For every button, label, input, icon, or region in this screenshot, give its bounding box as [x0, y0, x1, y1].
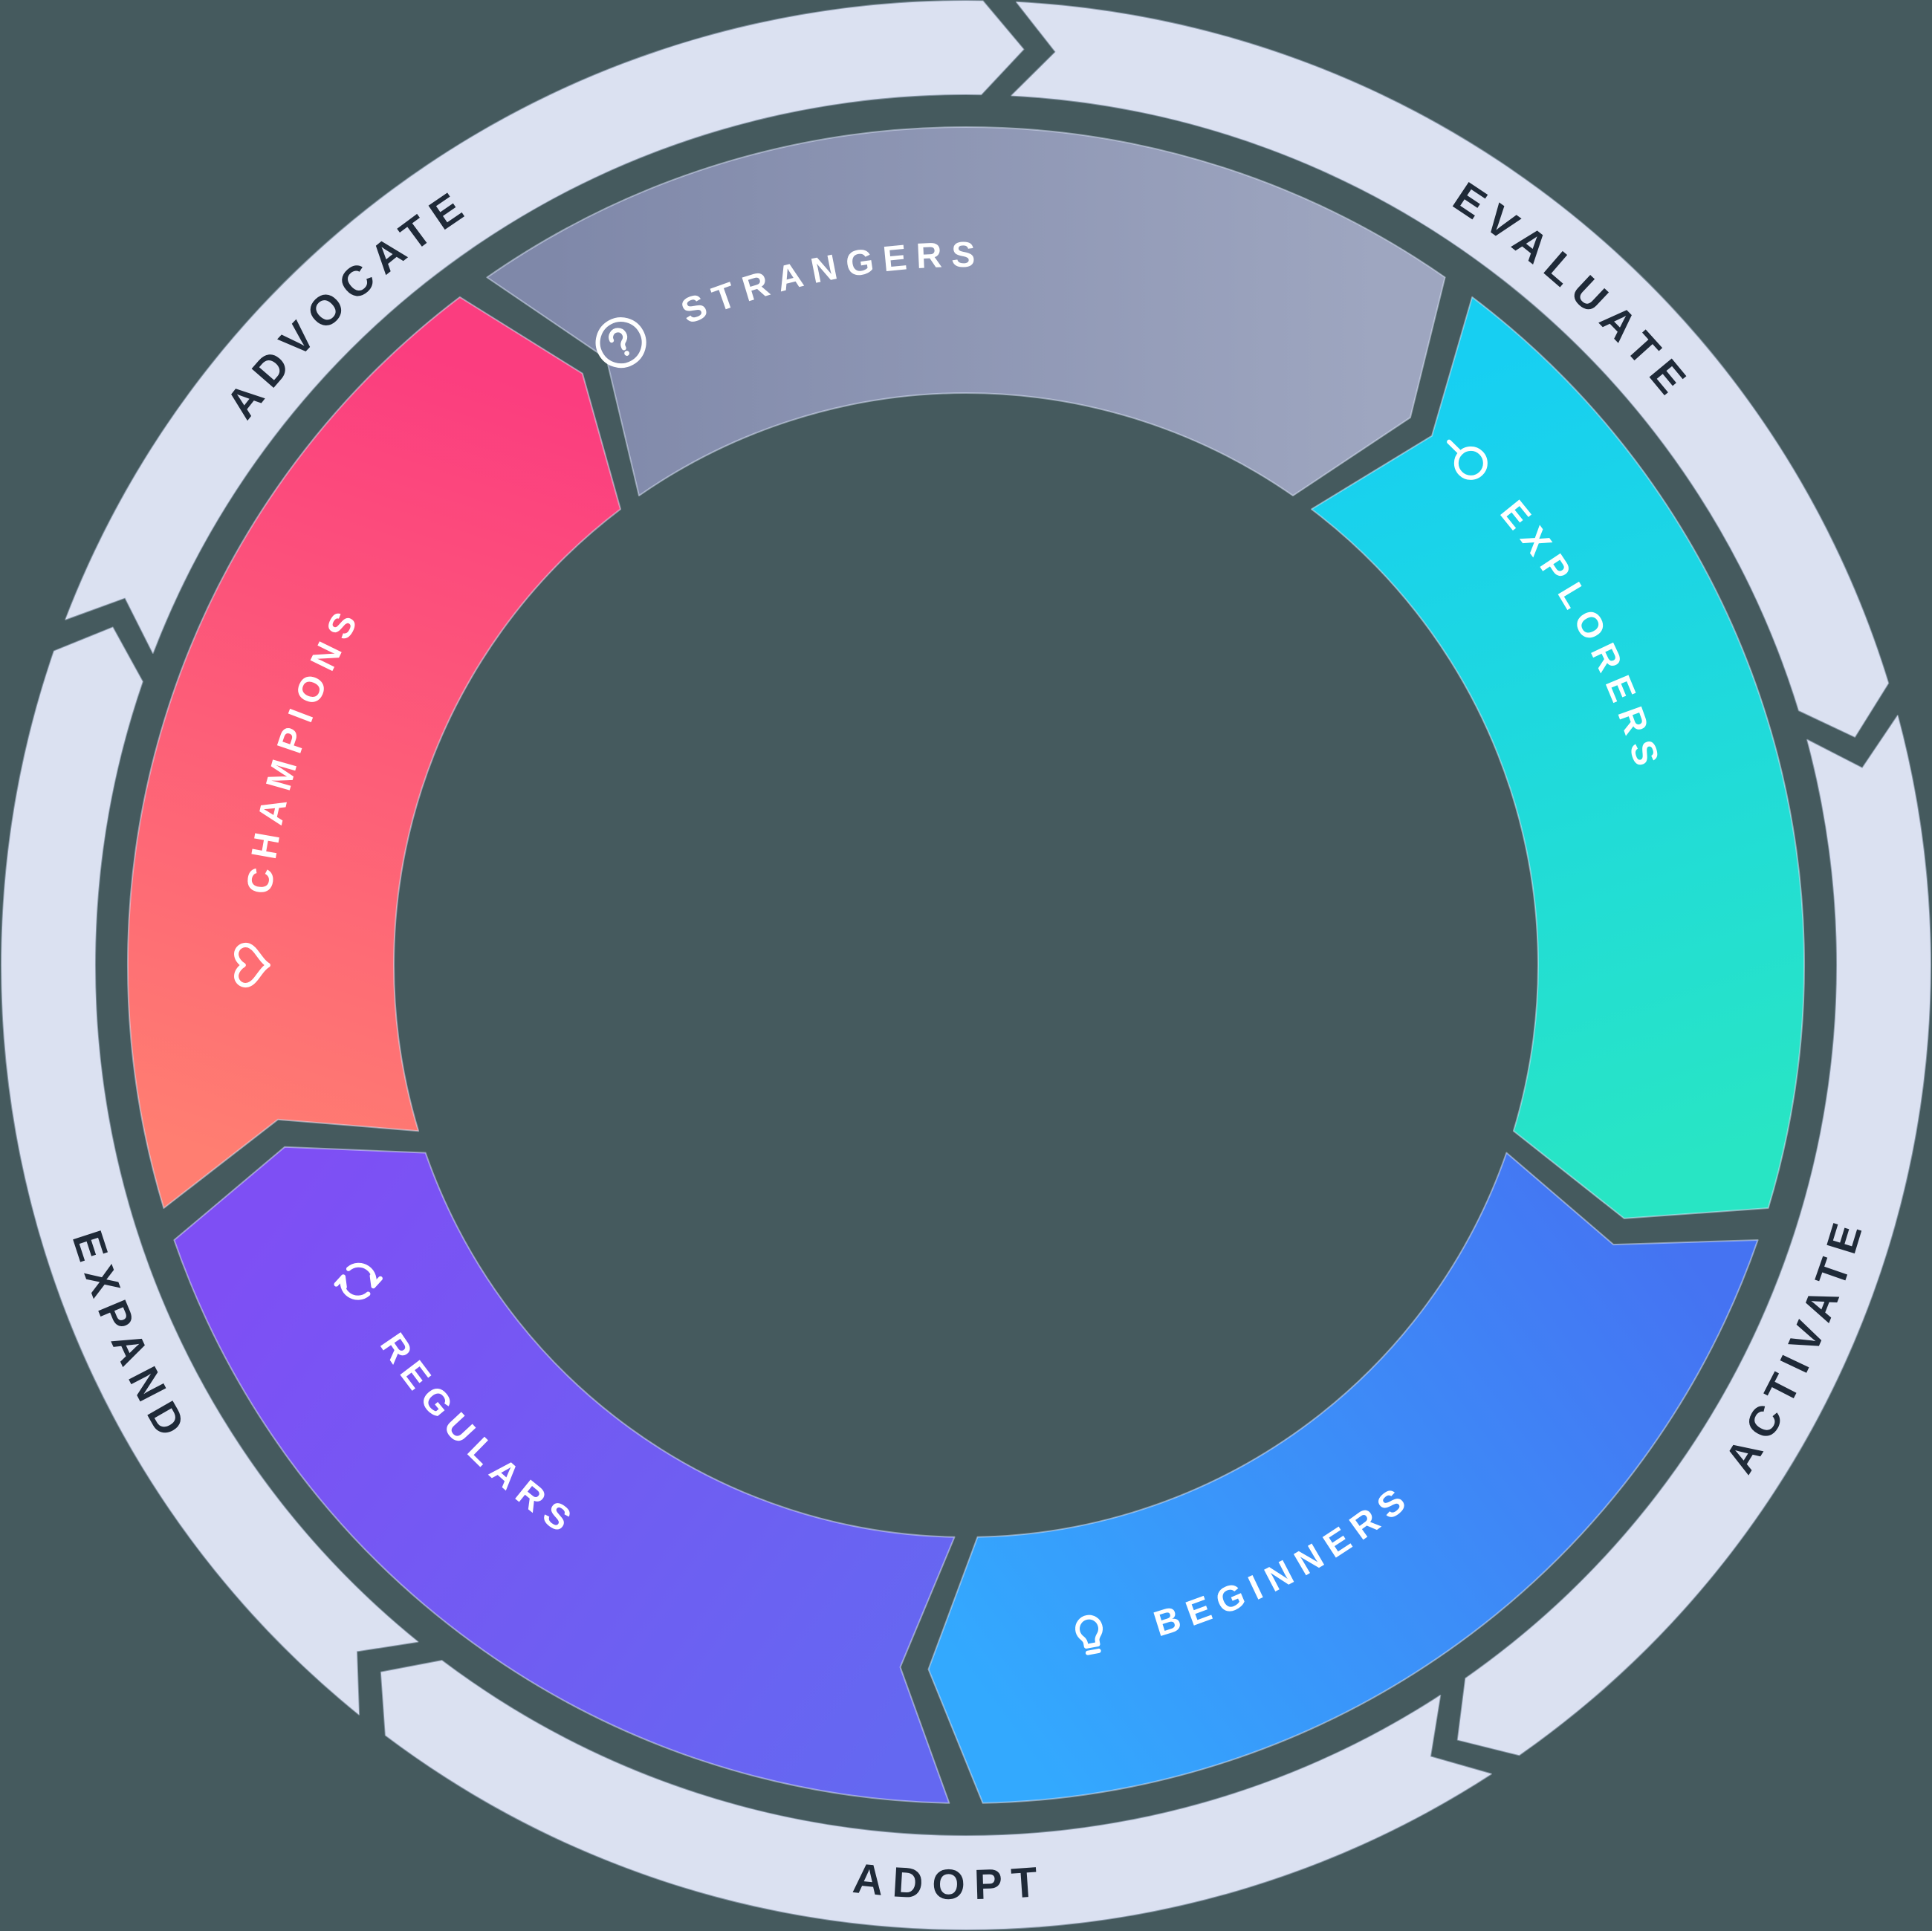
- phase-arc-advocate: [65, 0, 1025, 654]
- stage-segment-regulars: [173, 1146, 956, 1804]
- magnifier-icon: [1447, 439, 1488, 480]
- cycle-arrows-icon: [334, 1262, 383, 1300]
- question-circle-icon: [595, 317, 646, 369]
- inner-stage-band: STRANGERSEXPLORERSBEGINNERSREGULARSCHAMP…: [126, 126, 1806, 1804]
- stage-segment-strangers: [486, 126, 1446, 497]
- phase-arc-adopt: [380, 1660, 1492, 1930]
- lightbulb-icon: [1075, 1614, 1103, 1655]
- phase-label-adopt: ADOPT: [851, 1854, 1048, 1909]
- stage-segment-champions: [126, 296, 621, 1209]
- phase-arc-expand: [1, 626, 419, 1716]
- phase-arc-activate: [1456, 715, 1931, 1756]
- stage-segment-explorers: [1311, 296, 1806, 1219]
- heart-icon: [234, 942, 270, 988]
- phase-arc-evaluate: [1011, 1, 1890, 738]
- stage-segment-beginners: [927, 1152, 1759, 1804]
